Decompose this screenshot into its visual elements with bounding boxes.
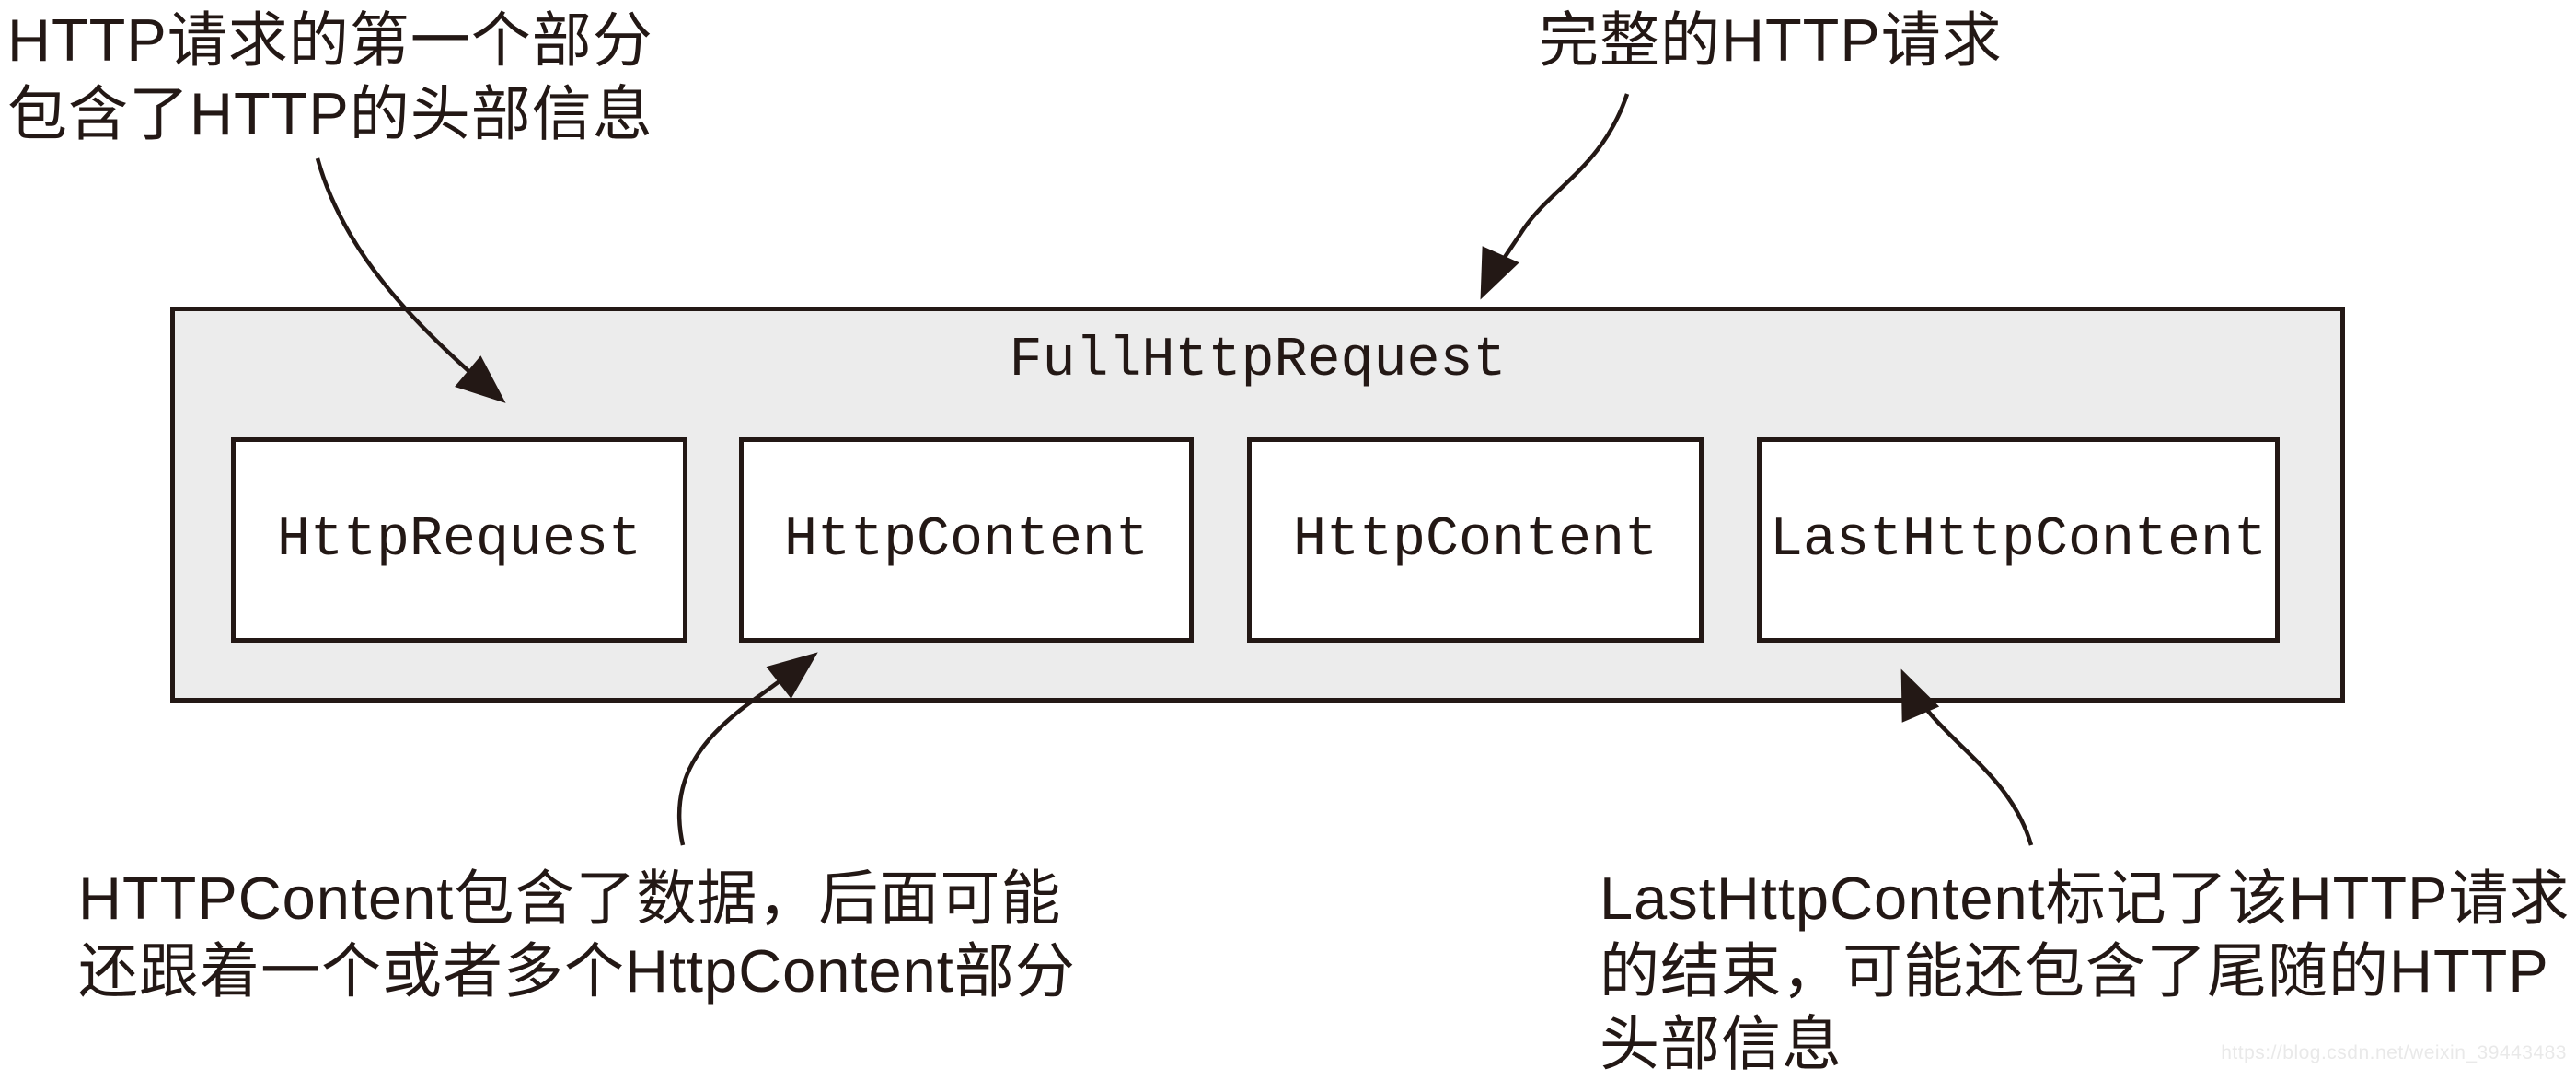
annotation-bottom-left-line-1: HTTPContent包含了数据，后面可能 bbox=[78, 865, 1062, 932]
http-content-box-2: HttpContent bbox=[1247, 437, 1704, 643]
annotation-bottom-right: LastHttpContent标记了该HTTP请求 的结束，可能还包含了尾随的H… bbox=[1600, 862, 2570, 1080]
last-http-content-label: LastHttpContent bbox=[1769, 508, 2268, 572]
http-content-label-2: HttpContent bbox=[1292, 508, 1658, 572]
annotation-bottom-right-line-1: LastHttpContent标记了该HTTP请求 bbox=[1600, 865, 2570, 932]
annotation-bottom-left-line-2: 还跟着一个或者多个HttpContent部分 bbox=[78, 937, 1076, 1005]
annotation-top-left-line-1: HTTP请求的第一个部分 bbox=[7, 6, 653, 74]
http-request-box: HttpRequest bbox=[231, 437, 687, 643]
annotation-top-right-line-1: 完整的HTTP请求 bbox=[1539, 6, 2003, 74]
annotation-bottom-right-line-2: 的结束，可能还包含了尾随的HTTP bbox=[1600, 937, 2549, 1005]
http-content-label-1: HttpContent bbox=[783, 508, 1149, 572]
watermark-url: https://blog.csdn.net/weixin_39443483 bbox=[2221, 1042, 2567, 1063]
full-http-request-title: FullHttpRequest bbox=[1009, 330, 1507, 392]
annotation-top-left: HTTP请求的第一个部分 包含了HTTP的头部信息 bbox=[7, 4, 653, 151]
http-content-box-1: HttpContent bbox=[739, 437, 1194, 643]
annotation-bottom-right-line-3: 头部信息 bbox=[1600, 1010, 1843, 1077]
annotation-top-left-line-2: 包含了HTTP的头部信息 bbox=[7, 80, 653, 147]
full-http-request-box: FullHttpRequest HttpRequest HttpContent … bbox=[170, 307, 2345, 703]
annotation-bottom-left: HTTPContent包含了数据，后面可能 还跟着一个或者多个HttpConte… bbox=[78, 862, 1076, 1007]
arrow-top-right-to-full-request bbox=[1480, 93, 1630, 300]
annotation-top-right: 完整的HTTP请求 bbox=[1539, 4, 2003, 77]
http-request-label: HttpRequest bbox=[276, 508, 642, 572]
last-http-content-box: LastHttpContent bbox=[1757, 437, 2280, 643]
